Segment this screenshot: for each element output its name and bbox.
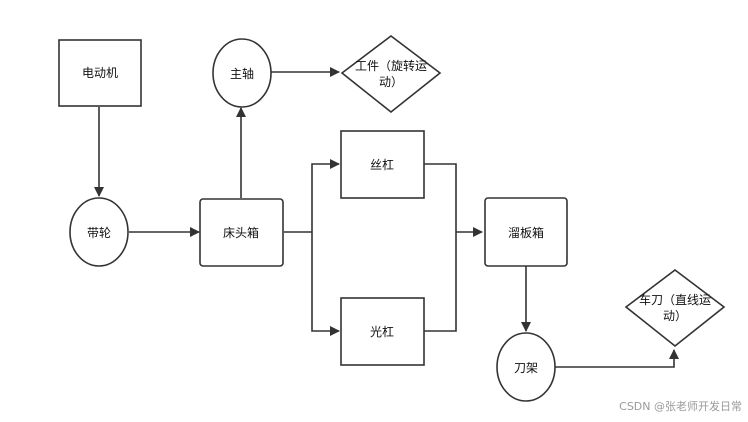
node-tool-diamond	[624, 268, 726, 348]
label-workpiece-2: 动）	[379, 75, 403, 89]
edge-split-feedrod	[311, 232, 340, 336]
label-tool-2: 动）	[663, 309, 687, 323]
label-apron: 溜板箱	[508, 225, 544, 240]
node-motor-box	[58, 39, 142, 107]
label-toolrest: 刀架	[514, 361, 538, 375]
label-pulley: 带轮	[87, 226, 111, 240]
edge-feedrod-join	[424, 232, 457, 332]
node-headstock-box	[199, 198, 284, 267]
label-leadscrew: 丝杠	[370, 157, 394, 172]
node-feedrod-box	[340, 297, 425, 366]
label-motor: 电动机	[82, 66, 118, 80]
watermark: CSDN @张老师开发日常	[619, 400, 742, 413]
node-leadscrew-box	[340, 130, 425, 199]
label-spindle: 主轴	[230, 66, 254, 81]
node-toolrest-ellipse	[496, 332, 556, 402]
node-pulley-ellipse	[69, 197, 129, 267]
label-tool-1: 车刀（直线运	[639, 292, 711, 307]
node-spindle-ellipse	[212, 38, 272, 108]
edge-toolrest-tool	[555, 349, 679, 368]
label-headstock: 床头箱	[223, 225, 259, 240]
label-feedrod: 光杠	[370, 324, 394, 339]
label-workpiece-1: 工件（旋转运	[355, 58, 427, 73]
node-apron-box	[484, 197, 568, 267]
edge-leadscrew-join	[424, 163, 457, 232]
edge-split-leadscrew	[311, 159, 340, 232]
node-workpiece-diamond	[340, 34, 442, 114]
